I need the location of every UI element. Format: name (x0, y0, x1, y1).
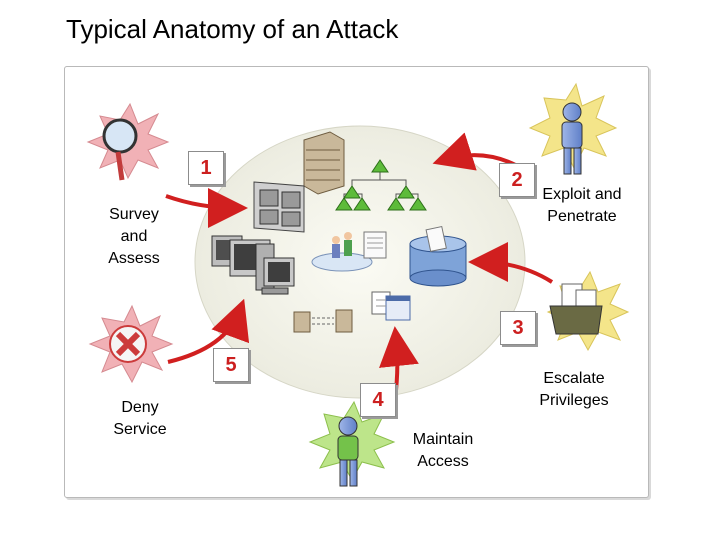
arrow-survey (165, 187, 248, 228)
step-number-2: 2 (499, 163, 535, 197)
label-line: Service (113, 421, 167, 438)
step-label-escalate: Escalate Privileges (522, 368, 626, 412)
step-number-5: 5 (213, 348, 249, 382)
documents-icon (371, 291, 411, 321)
label-line: and (120, 228, 148, 245)
database-icon (409, 225, 467, 287)
step-label-exploit: Exploit and Penetrate (530, 184, 634, 228)
workstations-icon (211, 235, 295, 295)
label-line: Assess (108, 250, 160, 267)
server-tower-icon (303, 131, 345, 195)
label-line: Deny (121, 399, 159, 416)
magnifier-burst-icon (86, 102, 170, 181)
step-number-1: 1 (188, 151, 224, 185)
step-label-deny: Deny Service (100, 397, 180, 441)
step-number-4: 4 (360, 383, 396, 417)
label-line: Survey (109, 206, 159, 223)
label-line: Privileges (539, 392, 609, 409)
server-exchange-icon (293, 309, 353, 333)
step-label-survey: Survey and Assess (94, 204, 174, 270)
step-number-3: 3 (500, 311, 536, 345)
arrow-escalate (468, 242, 554, 284)
files-burst-icon (546, 270, 630, 352)
slide-title: Typical Anatomy of an Attack (66, 14, 399, 44)
insider-burst-icon (308, 400, 396, 487)
step-label-maintain: Maintain Access (400, 429, 486, 473)
users-group-icon (311, 231, 387, 272)
label-line: Escalate (543, 370, 605, 387)
label-line: Maintain (412, 431, 474, 448)
attack-arrows (165, 132, 554, 419)
label-line: Penetrate (547, 208, 617, 225)
label-line: Access (417, 453, 469, 470)
windows-panel-icon (253, 181, 305, 233)
label-line: Exploit and (542, 186, 622, 203)
deny-burst-icon (88, 304, 174, 384)
attacker-burst-icon (528, 82, 618, 175)
arrow-deny (167, 298, 250, 364)
